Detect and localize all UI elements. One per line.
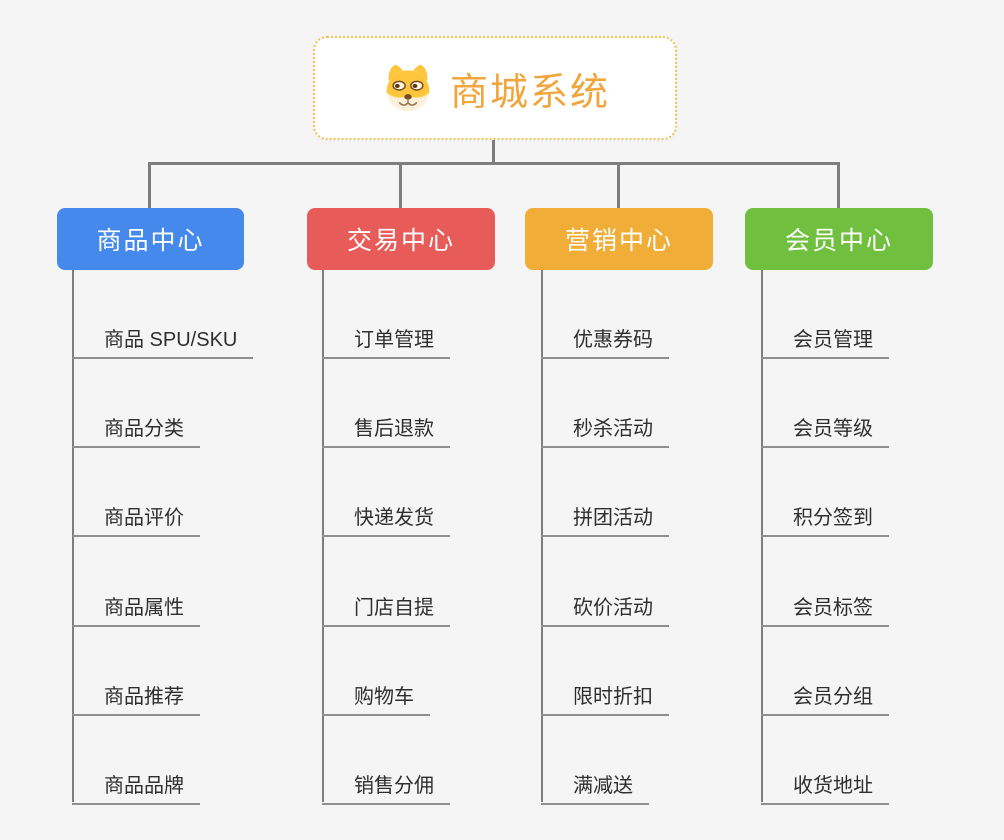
root-node[interactable]: 商城系统 xyxy=(313,36,677,140)
leaf-item[interactable]: 商品属性 xyxy=(72,580,200,627)
leaf-item[interactable]: 订单管理 xyxy=(322,312,450,359)
leaf-item[interactable]: 砍价活动 xyxy=(541,580,669,627)
branch-node-member[interactable]: 会员中心 xyxy=(745,208,933,270)
leaf-item[interactable]: 销售分佣 xyxy=(322,758,450,805)
connector-drop-trade xyxy=(399,163,402,208)
leaf-item[interactable]: 会员等级 xyxy=(761,401,889,448)
leaf-item[interactable]: 会员标签 xyxy=(761,580,889,627)
leaf-item[interactable]: 优惠券码 xyxy=(541,312,669,359)
leaf-item[interactable]: 快递发货 xyxy=(322,490,450,537)
leaf-item[interactable]: 购物车 xyxy=(322,669,430,716)
leaf-item[interactable]: 会员管理 xyxy=(761,312,889,359)
connector-drop-member xyxy=(837,163,840,208)
branch-node-marketing[interactable]: 营销中心 xyxy=(525,208,713,270)
leaf-item[interactable]: 门店自提 xyxy=(322,580,450,627)
root-title: 商城系统 xyxy=(449,71,610,114)
leaf-item[interactable]: 商品推荐 xyxy=(72,669,200,716)
connector-drop-marketing xyxy=(617,163,620,208)
leaf-item[interactable]: 会员分组 xyxy=(761,669,889,716)
branch-node-product[interactable]: 商品中心 xyxy=(57,208,244,270)
leaf-item[interactable]: 秒杀活动 xyxy=(541,401,669,448)
leaf-item[interactable]: 售后退款 xyxy=(322,401,450,448)
leaf-item[interactable]: 商品品牌 xyxy=(72,758,200,805)
connector-drop-product xyxy=(148,163,151,208)
leaf-item[interactable]: 收货地址 xyxy=(761,758,889,805)
leaf-item[interactable]: 限时折扣 xyxy=(541,669,669,716)
dog-face-icon xyxy=(380,62,436,114)
connector-bus xyxy=(148,162,840,165)
branch-node-trade[interactable]: 交易中心 xyxy=(307,208,495,270)
leaf-item[interactable]: 商品评价 xyxy=(72,490,200,537)
connector-root-stub xyxy=(492,140,495,165)
leaf-item[interactable]: 满减送 xyxy=(541,758,649,805)
leaf-item[interactable]: 商品 SPU/SKU xyxy=(72,312,254,359)
leaf-item[interactable]: 商品分类 xyxy=(72,401,200,448)
leaf-item[interactable]: 拼团活动 xyxy=(541,490,669,537)
leaf-item[interactable]: 积分签到 xyxy=(761,490,889,537)
